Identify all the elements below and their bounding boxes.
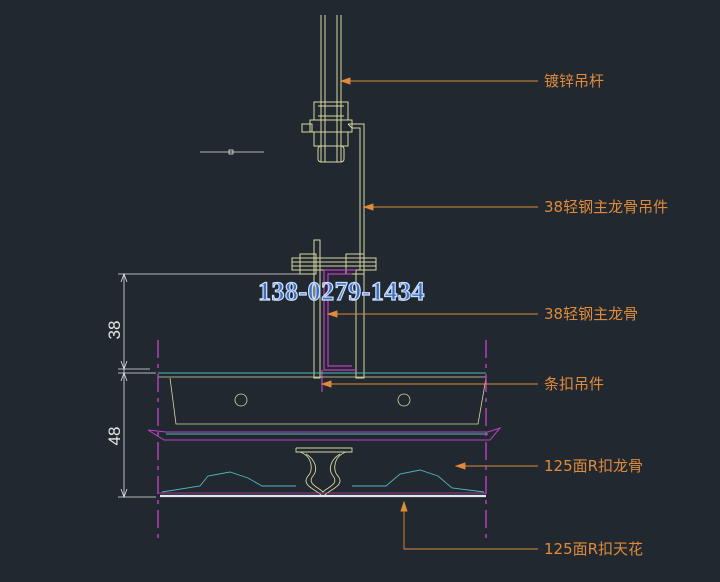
hanger-rod — [301, 15, 353, 163]
main-keel-hanger — [291, 123, 377, 379]
hole-left — [234, 393, 248, 407]
leader-lines — [320, 77, 538, 550]
label-main-keel: 38轻钢主龙骨 — [544, 305, 638, 323]
r-ceiling-panel — [161, 469, 485, 493]
label-main-keel-hanger: 38轻钢主龙骨吊件 — [544, 198, 668, 216]
label-r-keel: 125面R扣龙骨 — [544, 457, 643, 475]
center-marker — [200, 149, 264, 155]
dimension-lower: 48 — [105, 427, 124, 446]
label-hanger-rod: 镀锌吊杆 — [544, 72, 604, 90]
label-r-ceiling: 125面R扣天花 — [544, 540, 643, 558]
r-keel — [295, 447, 353, 497]
dimension-lines — [118, 272, 300, 499]
hole-right — [397, 393, 411, 407]
main-keel-channel — [321, 269, 356, 392]
label-strip-hanger: 条扣吊件 — [544, 375, 604, 393]
dimension-upper: 38 — [105, 321, 124, 340]
watermark-phone: 138-0279-1434 — [258, 277, 425, 306]
strip-hanger — [147, 372, 502, 441]
